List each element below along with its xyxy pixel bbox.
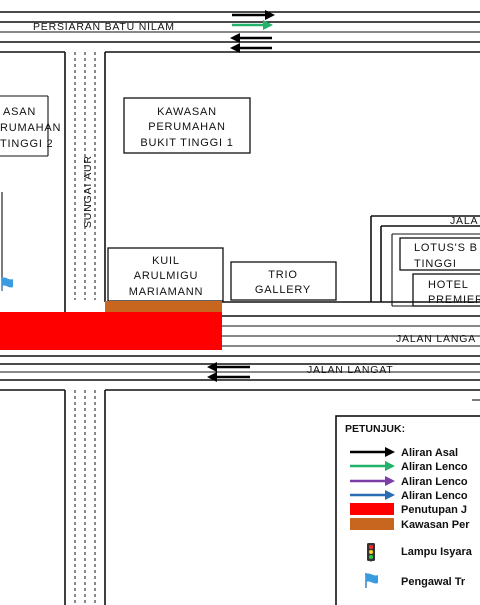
svg-text:Lampu Isyara: Lampu Isyara [401, 546, 473, 558]
svg-text:MARIAMANN: MARIAMANN [129, 286, 203, 298]
svg-text:Penutupan J: Penutupan J [401, 504, 467, 516]
svg-text:TINGGI: TINGGI [414, 258, 457, 270]
kuil-building: KUIL ARULMIGU MARIAMANN [107, 247, 224, 302]
legend-title: PETUNJUK: [345, 423, 405, 435]
legend-item-penutupan-jalan: Penutupan J [350, 503, 467, 516]
hotel-premier-building: HOTEL PREMIER [412, 273, 480, 307]
legend-item-pengawal-trafik: Pengawal Tr [365, 573, 466, 588]
traffic-light-icon [367, 543, 375, 562]
legend: PETUNJUK: Aliran Asal Aliran Lenco Alira… [335, 415, 480, 605]
legend-item-aliran-lencongan-purple: Aliran Lenco [350, 476, 468, 488]
batu-nilam-label: PERSIARAN BATU NILAM [33, 21, 175, 33]
jalan-langat-lower-label: JALAN LANGAT [307, 364, 393, 376]
left-residential-area: ASAN RUMAHAN TINGGI 2 [0, 95, 61, 278]
road-closure-zone [0, 312, 222, 350]
svg-text:PREMIER: PREMIER [428, 294, 480, 306]
svg-text:PERUMAHAN: PERUMAHAN [148, 121, 226, 133]
trio-gallery-building: TRIO GALLERY [230, 261, 337, 301]
bukit-tinggi-1-block: KAWASAN PERUMAHAN BUKIT TINGGI 1 [123, 97, 251, 154]
svg-text:Aliran Lenco: Aliran Lenco [401, 476, 468, 488]
svg-text:TRIO: TRIO [268, 269, 297, 281]
svg-text:GALLERY: GALLERY [255, 284, 311, 296]
flag-icon [1, 277, 13, 291]
svg-text:Aliran Lenco: Aliran Lenco [401, 461, 468, 473]
right-side-road [370, 215, 480, 302]
svg-text:ARULMIGU: ARULMIGU [134, 270, 198, 282]
svg-text:LOTUS'S B: LOTUS'S B [414, 242, 478, 254]
svg-text:RUMAHAN: RUMAHAN [0, 122, 61, 134]
legend-item-aliran-lencongan-blue: Aliran Lenco [350, 490, 468, 502]
lotus-building: LOTUS'S B TINGGI [399, 237, 480, 271]
svg-text:HOTEL: HOTEL [428, 279, 469, 291]
legend-item-aliran-lencongan-green: Aliran Lenco [350, 461, 468, 473]
sungai-aur-road [64, 52, 106, 605]
svg-text:Kawasan Per: Kawasan Per [401, 519, 470, 531]
svg-text:TINGGI 2: TINGGI 2 [0, 138, 53, 150]
batu-nilam-arrows [230, 10, 275, 53]
svg-text:KUIL: KUIL [152, 255, 180, 267]
work-area-zone [105, 301, 222, 313]
legend-item-aliran-asal: Aliran Asal [350, 447, 458, 459]
jala-label: JALA [450, 215, 478, 227]
batu-nilam-road [0, 11, 480, 53]
svg-text:Aliran Lenco: Aliran Lenco [401, 490, 468, 502]
svg-text:KAWASAN: KAWASAN [157, 106, 217, 118]
svg-text:Pengawal Tr: Pengawal Tr [401, 576, 466, 588]
svg-text:Aliran Asal: Aliran Asal [401, 447, 458, 459]
flag-icon [365, 573, 378, 588]
svg-text:BUKIT TINGGI 1: BUKIT TINGGI 1 [140, 137, 233, 149]
jalan-langat-arrows [207, 362, 250, 382]
sungai-aur-label: SUNGAI AUR [82, 155, 94, 228]
legend-item-kawasan-kerja: Kawasan Per [350, 518, 470, 531]
legend-item-lampu-isyarat: Lampu Isyara [367, 543, 473, 562]
svg-text:ASAN: ASAN [3, 106, 36, 118]
jalan-langat-upper-label: JALAN LANGA [396, 333, 476, 345]
